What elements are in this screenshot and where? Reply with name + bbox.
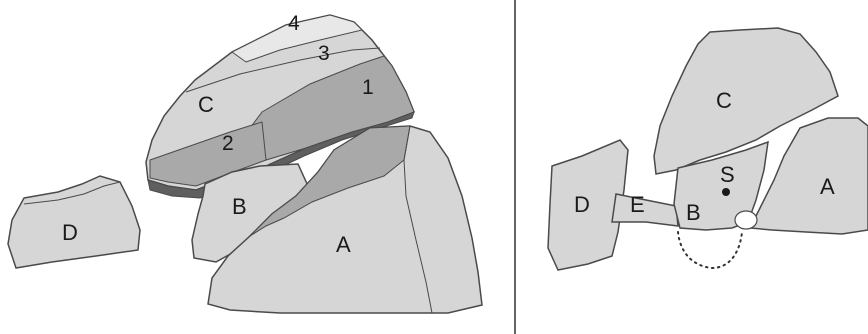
left-label-3: 3 [318, 42, 330, 65]
left-label-b: B [232, 194, 247, 219]
left-label-d: D [62, 220, 78, 245]
left-label-a: A [336, 232, 351, 257]
stone-e-right [612, 194, 678, 226]
dotted-missing-outline [678, 232, 742, 268]
left-label-2: 2 [222, 132, 234, 155]
right-label-c: C [716, 88, 732, 113]
left-label-1: 1 [362, 76, 374, 99]
right-panel: C S A B D E [548, 28, 868, 270]
right-label-e: E [630, 192, 645, 217]
stone-a-right [750, 118, 868, 234]
right-label-a: A [820, 174, 835, 199]
small-pebble [735, 211, 757, 229]
left-label-c: C [198, 92, 214, 117]
right-label-d: D [574, 192, 590, 217]
left-label-4: 4 [288, 12, 300, 35]
left-panel: 4 3 1 C 2 B A D [8, 12, 482, 313]
point-s-marker [722, 188, 730, 196]
right-label-b: B [686, 200, 701, 225]
right-label-s: S [720, 162, 735, 187]
